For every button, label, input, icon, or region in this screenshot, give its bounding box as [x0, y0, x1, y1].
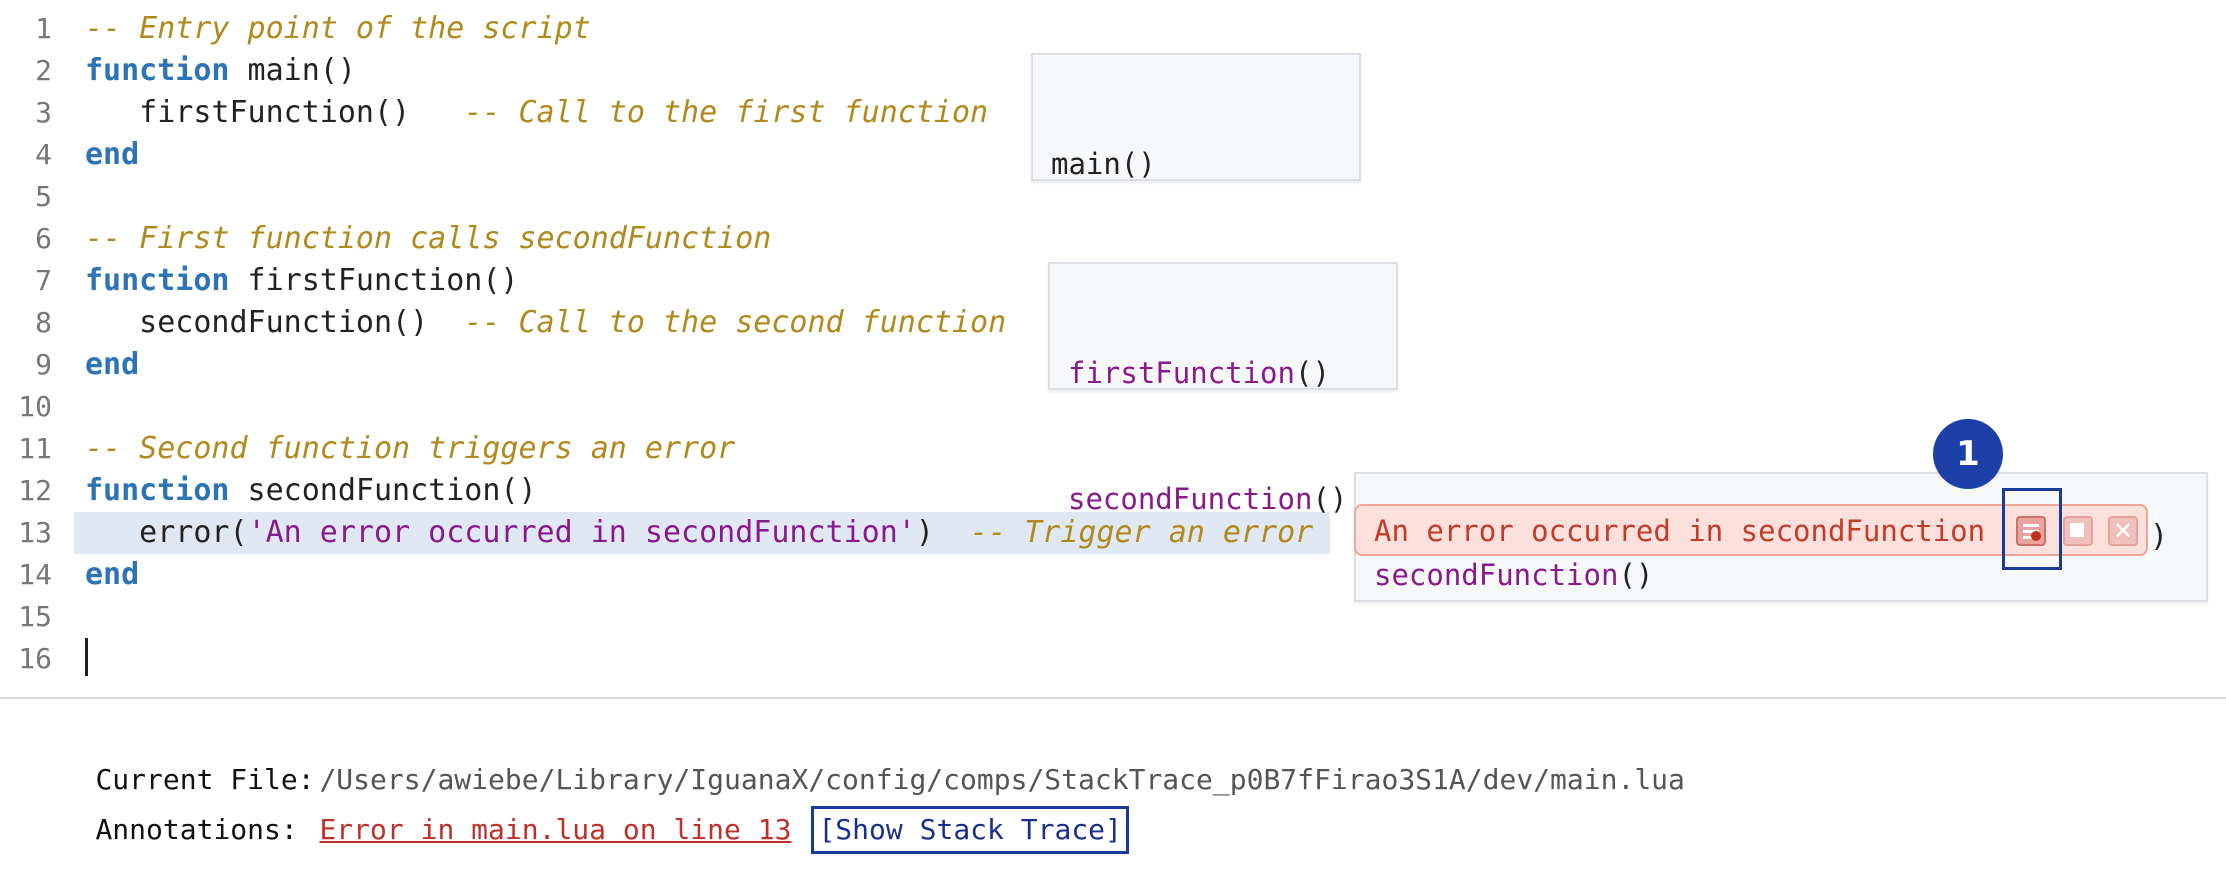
code-text: end — [85, 134, 139, 176]
callout-badge-1: 1 — [1933, 419, 2003, 489]
code-token: secondFunction() — [85, 305, 465, 340]
status-bar: Current File:/Users/awiebe/Library/Iguan… — [0, 699, 2226, 854]
code-token: 'An error occurred in secondFunction' — [247, 515, 916, 550]
error-message: An error occurred in secondFunction — [1374, 514, 1986, 548]
line-number: 1 — [35, 12, 52, 45]
line-number: 4 — [35, 138, 52, 171]
line-number: 14 — [18, 558, 52, 591]
code-text: -- Entry point of the script — [85, 8, 591, 50]
code-line-8[interactable]: 8 secondFunction() -- Call to the second… — [0, 302, 1320, 344]
error-link[interactable]: Error in main.lua on line 13 — [319, 813, 792, 846]
code-token: firstFunction() — [85, 95, 465, 130]
line-number: 2 — [35, 54, 52, 87]
code-text: -- Second function triggers an error — [85, 428, 735, 470]
annotation-paren: () — [1120, 147, 1156, 181]
line-number: 10 — [18, 390, 52, 423]
code-token: firstFunction() — [229, 263, 519, 298]
code-token: -- Entry point of the script — [85, 11, 591, 46]
code-line-13[interactable]: 13 error('An error occurred in secondFun… — [18, 512, 1330, 554]
annotation-paren: () — [1294, 356, 1330, 390]
code-line-11[interactable]: 11 -- Second function triggers an error — [0, 428, 1320, 470]
code-line-1[interactable]: 1 -- Entry point of the script — [0, 8, 1320, 50]
code-text: end — [85, 554, 139, 596]
code-token: main() — [229, 53, 356, 88]
code-line-15[interactable]: 15 — [0, 596, 1320, 638]
code-text: -- First function calls secondFunction — [85, 218, 771, 260]
error-annotation: An error occurred in secondFunction ✕ — [1354, 504, 2148, 556]
line-number: 13 — [18, 516, 52, 549]
code-text: function firstFunction() — [85, 260, 518, 302]
line-number: 6 — [35, 222, 52, 255]
text-cursor — [85, 638, 88, 676]
code-token: -- Second function triggers an error — [85, 431, 736, 466]
line-number: 5 — [35, 180, 52, 213]
annotation-call-secondfunction: secondFunction — [1374, 558, 1619, 592]
code-line-2[interactable]: 2 function main() — [0, 50, 1320, 92]
code-text: function main() — [85, 50, 356, 92]
code-token: function — [85, 473, 230, 508]
code-line-9[interactable]: 9 end — [0, 344, 1320, 386]
stack-trace-icon[interactable] — [2016, 516, 2046, 546]
current-file-label: Current File: — [95, 763, 315, 796]
current-file-row: Current File:/Users/awiebe/Library/Iguan… — [28, 720, 1685, 840]
code-line-12[interactable]: 12 function secondFunction() — [0, 470, 1320, 512]
line-number: 15 — [18, 600, 52, 633]
code-line-6[interactable]: 6 -- First function calls secondFunction — [0, 218, 1320, 260]
close-icon[interactable]: ✕ — [2108, 516, 2138, 546]
annotation-paren: () — [1312, 482, 1348, 516]
status-divider — [0, 697, 2226, 699]
annotation-call-main: main — [1051, 147, 1121, 181]
current-file-path: /Users/awiebe/Library/IguanaX/config/com… — [319, 763, 1685, 796]
code-token: error( — [85, 515, 248, 550]
annotation-box-firstfunction: firstFunction() secondFunction() — [1048, 262, 1398, 516]
copy-icon[interactable] — [2063, 516, 2093, 546]
annotation-call-firstfunction: firstFunction — [1068, 356, 1295, 390]
code-text: function secondFunction() — [85, 470, 537, 512]
annotation-paren: () — [1618, 558, 1654, 592]
code-token: end — [85, 557, 140, 592]
annotation-trailing-paren: ) — [2150, 519, 2169, 554]
code-token: end — [85, 347, 140, 382]
line-number: 16 — [18, 642, 52, 675]
code-token: secondFunction() — [229, 473, 537, 508]
line-number: 3 — [35, 96, 52, 129]
code-text: end — [85, 344, 139, 386]
line-number: 9 — [35, 348, 52, 381]
line-number: 8 — [35, 306, 52, 339]
annotations-row: Annotations: Error in main.lua on line 13… — [28, 766, 1129, 894]
line-number: 12 — [18, 474, 52, 507]
code-text: secondFunction() -- Call to the second f… — [85, 302, 1006, 344]
code-token: ) — [915, 515, 971, 550]
code-token: function — [85, 53, 230, 88]
annotation-call-secondfunction: secondFunction — [1068, 482, 1313, 516]
annotations-label: Annotations: — [95, 813, 298, 846]
code-token: -- Call to the first function — [464, 95, 989, 130]
code-line-16[interactable]: 16 — [0, 638, 1320, 680]
code-text: firstFunction() -- Call to the first fun… — [85, 92, 988, 134]
code-line-3[interactable]: 3 firstFunction() -- Call to the first f… — [0, 92, 1320, 134]
code-line-14[interactable]: 14 end — [0, 554, 1320, 596]
annotation-box-main: main() firstFunction() — [1031, 53, 1361, 307]
highlight-stack-trace-icon — [2002, 488, 2062, 570]
code-token: end — [85, 137, 140, 172]
code-line-4[interactable]: 4 end — [0, 134, 1320, 176]
show-stack-trace-button[interactable]: [Show Stack Trace] — [811, 806, 1129, 854]
code-token: -- Call to the second function — [464, 305, 1007, 340]
code-token: function — [85, 263, 230, 298]
code-token: -- Trigger an error — [970, 515, 1314, 550]
code-line-7[interactable]: 7 function firstFunction() — [0, 260, 1320, 302]
code-text: error('An error occurred in secondFuncti… — [85, 512, 1313, 554]
line-number: 7 — [35, 264, 52, 297]
code-token: -- First function calls secondFunction — [85, 221, 772, 256]
code-line-10[interactable]: 10 — [0, 386, 1320, 428]
code-line-5[interactable]: 5 — [0, 176, 1320, 218]
line-number: 11 — [18, 432, 52, 465]
